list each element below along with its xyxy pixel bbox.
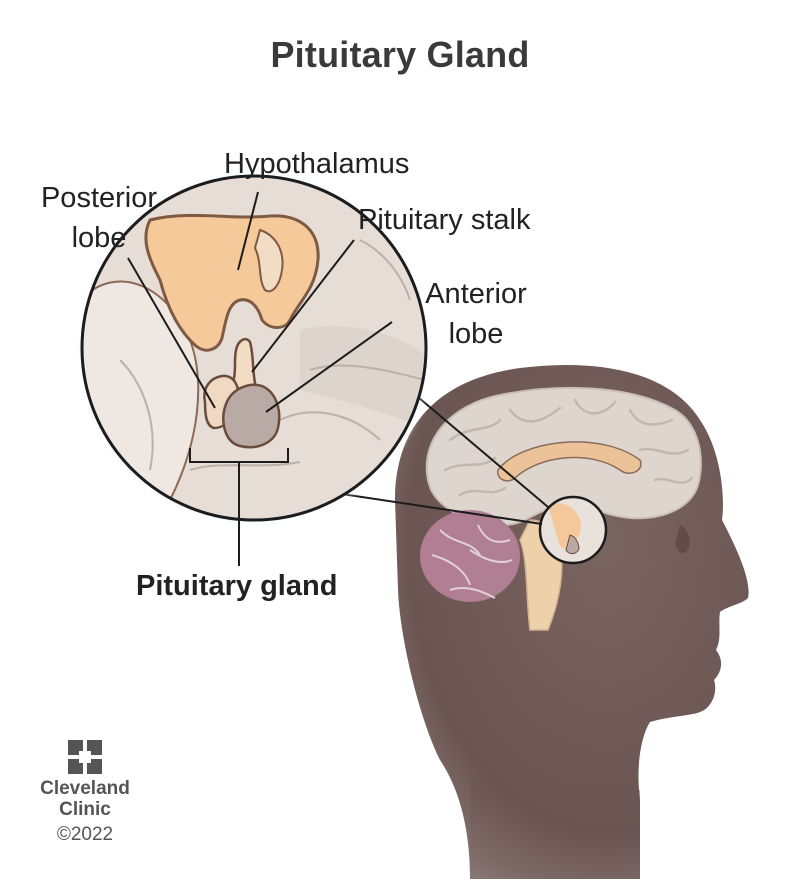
hypothalamus-leader	[237, 191, 259, 271]
pituitary-stalk-leader	[251, 239, 355, 373]
label-pituitary-gland: Pituitary gland	[136, 570, 338, 602]
anterior-lobe-leader	[265, 321, 393, 413]
small-zoom-circle	[538, 495, 608, 565]
label-anterior-lobe-line2: lobe	[448, 318, 504, 350]
cleveland-clinic-logo: Cleveland Clinic ©2022	[40, 740, 130, 848]
cerebellum	[420, 510, 520, 602]
posterior-lobe-leader	[127, 257, 216, 409]
label-posterior-lobe-line1: Posterior	[40, 182, 158, 214]
label-hypothalamus: Hypothalamus	[224, 148, 410, 180]
magnified-circle	[72, 166, 436, 530]
label-anterior-lobe: Anterior lobe	[408, 274, 544, 354]
label-anterior-lobe-line1: Anterior	[425, 278, 527, 310]
label-posterior-lobe-line2: lobe	[71, 222, 127, 254]
label-posterior-lobe: Posterior lobe	[30, 178, 168, 258]
brain	[420, 386, 702, 631]
page-title: Pituitary Gland	[270, 34, 530, 75]
cleveland-clinic-cross-icon	[68, 740, 102, 774]
copyright-text: ©2022	[56, 824, 114, 845]
label-pituitary-stalk: Pituitary stalk	[358, 204, 531, 236]
logo-line-2: Clinic	[59, 799, 111, 820]
logo-line-1: Cleveland	[40, 778, 130, 799]
